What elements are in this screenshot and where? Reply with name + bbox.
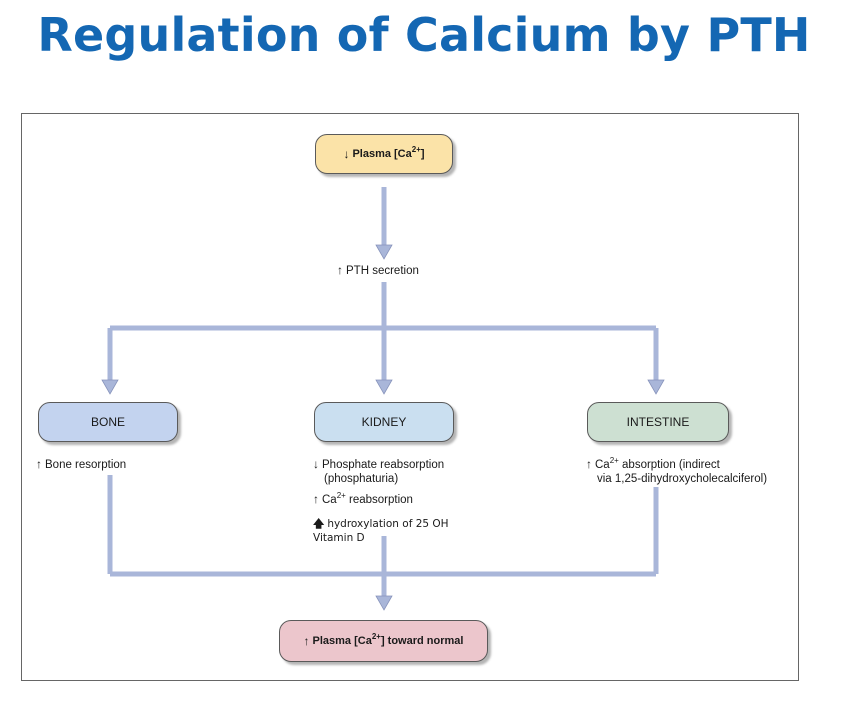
intestine-box: INTESTINE [587, 402, 729, 442]
intestine-effect-text: ↑Ca2+ absorption (indirect via 1,25-dihy… [586, 456, 768, 486]
bone-box: BONE [38, 402, 178, 442]
up-arrow-icon: ↑ [303, 634, 310, 648]
page-title: Regulation of Calcium by PTH [37, 8, 811, 62]
kidney-phosphate-text: ↓Phosphate reabsorption (phosphaturia) [313, 457, 445, 485]
plasma-normal-label: Plasma [Ca2+] toward normal [312, 632, 464, 648]
down-arrow-icon: ↓ [343, 147, 350, 161]
arrowhead-to-intestine [647, 379, 665, 395]
arrowhead-to-kidney [375, 379, 393, 395]
up-arrow-icon: ↑ [313, 492, 319, 506]
up-arrow-icon: ↑ [36, 457, 42, 471]
bone-effect-text: ↑Bone resorption [36, 457, 127, 471]
diagram-frame [21, 113, 799, 681]
up-arrow-icon: ↑ [337, 263, 343, 277]
bold-up-arrow-icon: 🡅 [313, 517, 325, 530]
arrowhead-to-bone [101, 379, 119, 395]
plasma-low-box: ↓ Plasma [Ca2+] [315, 134, 453, 174]
plasma-low-label: Plasma [Ca2+] [352, 145, 425, 161]
down-arrow-icon: ↓ [313, 457, 319, 471]
plasma-normal-box: ↑ Plasma [Ca2+] toward normal [279, 620, 488, 662]
kidney-calcium-text: ↑Ca2+ reabsorption [313, 491, 413, 507]
arrowhead-to-normal [375, 595, 393, 611]
pth-secretion-label: ↑PTH secretion [337, 263, 419, 277]
arrowhead-to-pth [375, 244, 393, 260]
up-arrow-icon: ↑ [586, 457, 592, 471]
kidney-vitamin-d-text: 🡅hydroxylation of 25 OH Vitamin D [313, 517, 449, 544]
kidney-box: KIDNEY [314, 402, 454, 442]
